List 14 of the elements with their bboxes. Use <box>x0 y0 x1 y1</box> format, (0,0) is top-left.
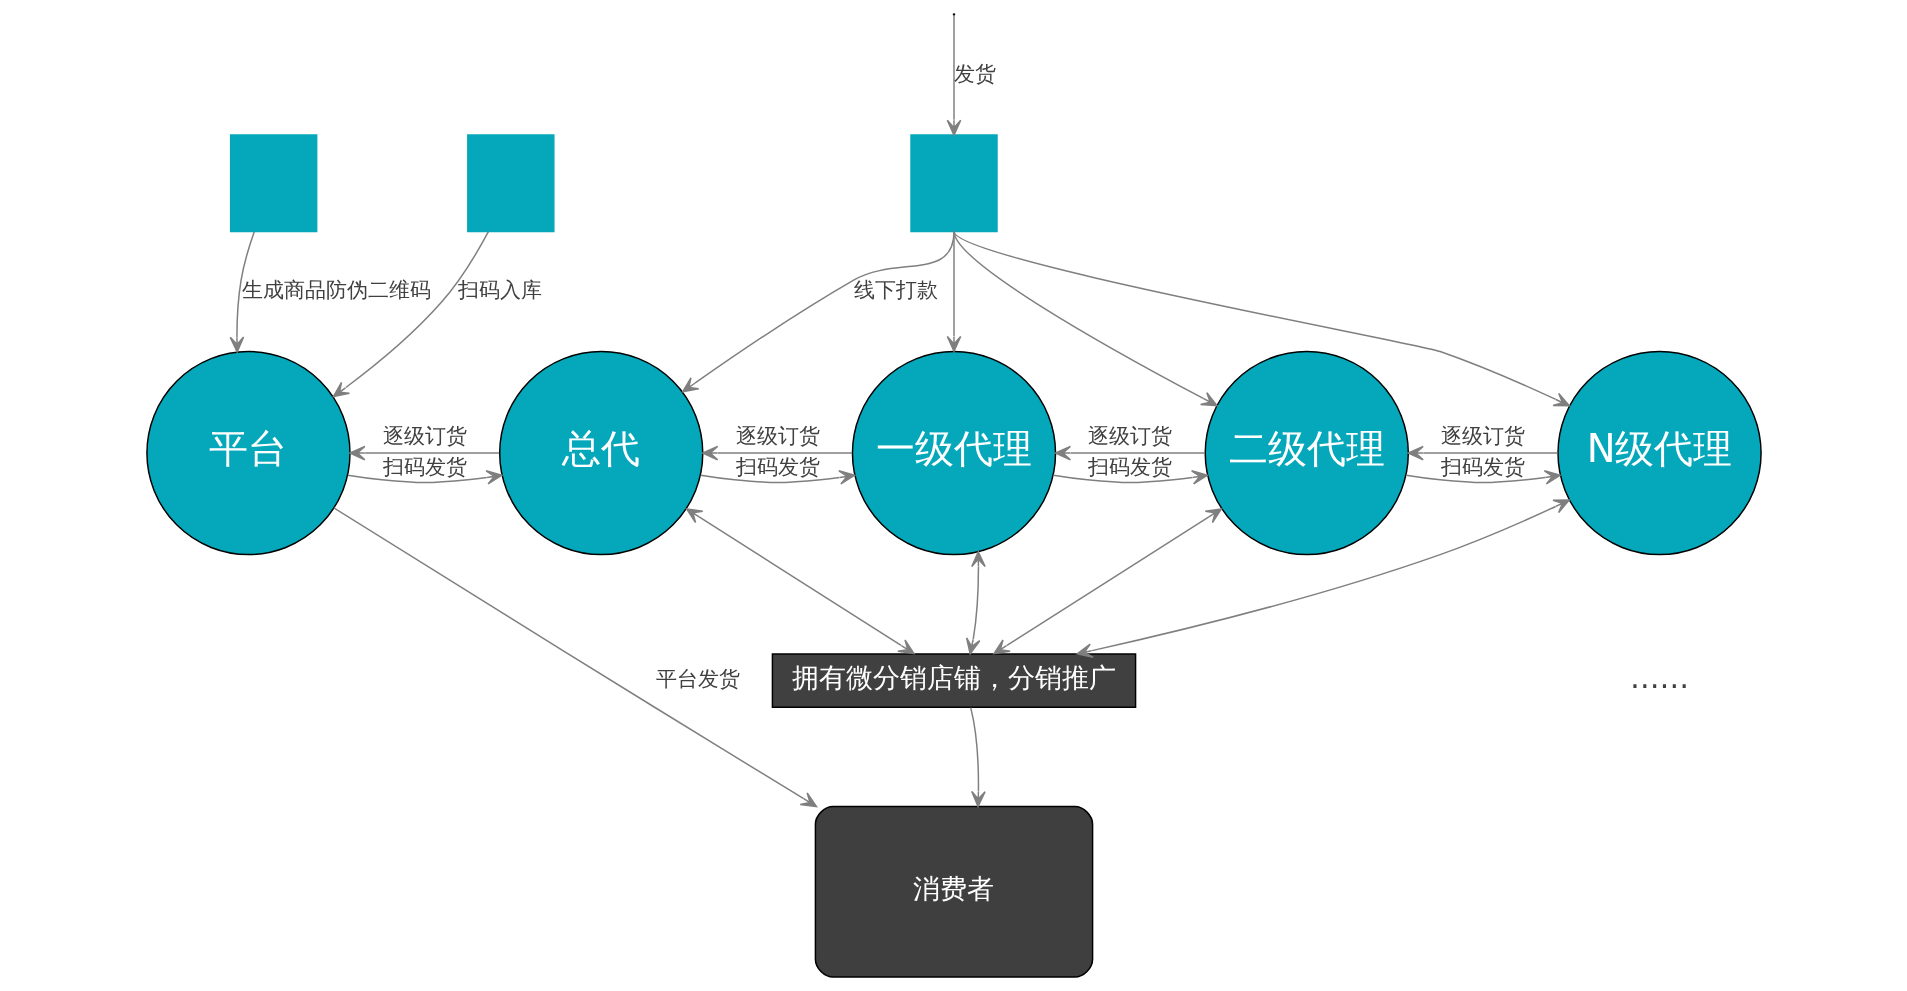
edge-label: 逐级订货 <box>735 423 820 448</box>
edge-label: 逐级订货 <box>382 423 467 448</box>
edge-label: 扫码发货 <box>1440 455 1525 480</box>
edge-label: 逐级订货 <box>1087 423 1172 448</box>
edge-label: 逐级订货 <box>1440 423 1525 448</box>
edge-label: 扫码发货 <box>1087 455 1172 480</box>
edge-label: 扫码发货 <box>382 455 467 480</box>
edge-label: 生成商品防伪二维码 <box>241 277 431 302</box>
edge-label: 平台发货 <box>655 667 740 692</box>
edge-label: 扫码入库 <box>457 277 542 302</box>
edge-label: 线下打款 <box>853 277 938 302</box>
edge-label: 扫码发货 <box>735 455 820 480</box>
label: …… <box>1629 659 1689 695</box>
edge-label: 发货 <box>953 61 996 86</box>
